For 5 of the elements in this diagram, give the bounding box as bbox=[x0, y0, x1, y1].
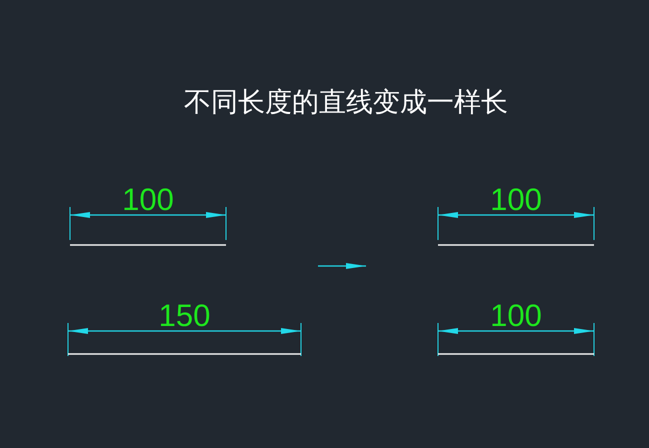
dimension-value: 100 bbox=[490, 300, 542, 331]
dimension-value: 150 bbox=[158, 300, 210, 331]
dimension-value: 100 bbox=[122, 184, 174, 215]
dimension-value: 100 bbox=[490, 184, 542, 215]
title: 不同长度的直线变成一样长 bbox=[184, 86, 508, 119]
